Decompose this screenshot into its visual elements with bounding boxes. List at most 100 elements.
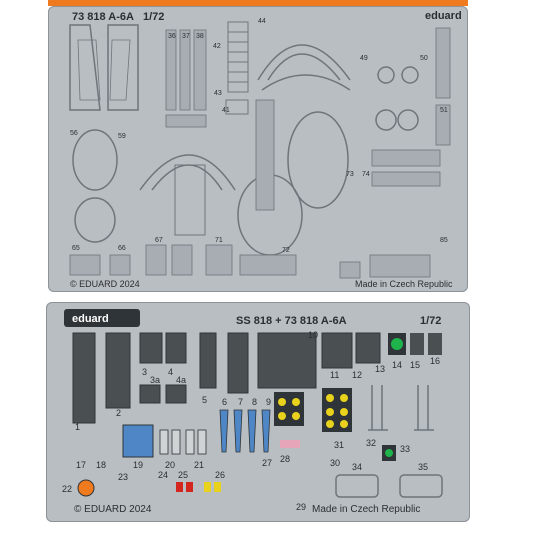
belt-21b	[197, 429, 207, 455]
part-label: 21	[194, 460, 204, 470]
part-label: 3a	[150, 375, 160, 385]
orange-header-strip	[48, 0, 468, 6]
part-label: 51	[440, 107, 448, 114]
part-42-ladder	[227, 21, 249, 93]
part-33	[382, 445, 396, 461]
top-fret-brand: eduard	[425, 10, 462, 22]
top-fret-made-in: Made in Czech Republic	[355, 279, 453, 289]
part-label: 74	[362, 171, 370, 178]
part-label: 24	[158, 470, 168, 480]
yellow-part	[214, 482, 221, 492]
part-label: 37	[182, 33, 190, 40]
part-label: 6	[222, 397, 227, 407]
part-label: 8	[252, 397, 257, 407]
yellow-knob-icon	[340, 420, 348, 428]
part-66	[109, 254, 131, 276]
top-fret-bottom-row	[69, 244, 431, 279]
part-label: 38	[196, 33, 204, 40]
part-74	[371, 171, 441, 187]
panel-3a	[139, 384, 161, 404]
belt-21a	[185, 429, 195, 455]
part-label: 73	[346, 171, 354, 178]
part-label: 4a	[176, 375, 186, 385]
part-label: 29	[296, 502, 306, 512]
yellow-part	[204, 482, 211, 492]
panel-4	[165, 332, 187, 364]
part-label: 72	[282, 247, 290, 254]
panel-3	[139, 332, 163, 364]
part-label: 3	[142, 367, 147, 377]
frame-34	[335, 474, 379, 498]
belt-20a	[159, 429, 169, 455]
canopy-bow-59	[139, 154, 236, 236]
panel-12	[355, 332, 381, 364]
part-label: 50	[420, 55, 428, 62]
green-light-icon	[385, 449, 393, 457]
part-label: 31	[334, 440, 344, 450]
large-round-frames	[237, 111, 349, 256]
part-label: 22	[62, 484, 72, 494]
part-strip-a	[165, 29, 177, 111]
part-label: 9	[266, 397, 271, 407]
yellow-knob-icon	[278, 412, 286, 420]
part-label: 65	[72, 245, 80, 252]
part-label: 10	[308, 330, 318, 340]
red-part	[176, 482, 183, 492]
bottom-fret-code: SS 818 + 73 818 A-6A	[236, 315, 347, 327]
strap-9	[261, 409, 271, 453]
part-72	[239, 254, 297, 276]
part-80	[339, 261, 361, 279]
canopy-frame-right	[107, 24, 139, 111]
bow-inner	[151, 164, 223, 191]
part-52	[435, 104, 451, 146]
part-label: 15	[410, 360, 420, 370]
part-label: 41	[222, 107, 230, 114]
part-68	[171, 244, 193, 276]
top-fret-code: 73 818 A-6A	[72, 11, 134, 23]
ring-55	[375, 109, 397, 131]
part-label: 35	[418, 462, 428, 472]
part-strip-d	[165, 114, 207, 128]
frame-35	[399, 474, 443, 498]
part-label: 33	[400, 444, 410, 454]
part-label: 23	[118, 472, 128, 482]
canopy-arch-44	[257, 44, 351, 91]
part-67	[145, 244, 167, 276]
panel-15	[428, 333, 442, 355]
part-label: 5	[202, 395, 207, 405]
part-label: 16	[430, 356, 440, 366]
strap-6	[219, 409, 229, 453]
part-71	[205, 244, 233, 276]
frame-54	[287, 111, 349, 209]
top-fret-copyright: © EDUARD 2024	[70, 279, 140, 289]
part-62	[174, 164, 206, 236]
top-fret-numbers: 36 37 38 42 43 44 41 49 50 51 56 59 65 6…	[70, 18, 448, 254]
belt-19	[122, 424, 154, 458]
console-28	[274, 392, 304, 426]
bottom-fret-numbers: 1 2 3 3a 4 4a 5 6 7 8 9 10 11 12 13 14 1…	[62, 330, 440, 512]
strap-8	[247, 409, 257, 453]
brand-badge	[64, 309, 140, 327]
yellow-knob-icon	[326, 420, 334, 428]
part-label: 67	[155, 237, 163, 244]
yellow-knob-icon	[292, 412, 300, 420]
ring-56	[397, 109, 419, 131]
part-label: 2	[116, 408, 121, 418]
part-strip-b	[179, 29, 191, 111]
part-label: 34	[352, 462, 362, 472]
bow-outer	[139, 154, 236, 191]
yellow-knob-icon	[292, 398, 300, 406]
seat-harness-32	[368, 385, 434, 431]
part-label: 56	[70, 130, 78, 137]
canopy-frame-left	[69, 24, 101, 111]
canopy-frame-inner-left	[77, 39, 101, 101]
pink-part-28	[280, 440, 300, 448]
part-label: 32	[366, 438, 376, 448]
panel-10	[257, 332, 317, 389]
oval-frames	[72, 129, 118, 243]
part-label: 66	[118, 245, 126, 252]
arch-inner	[267, 53, 341, 81]
yellow-knob-icon	[278, 398, 286, 406]
arch-outer	[257, 44, 351, 81]
